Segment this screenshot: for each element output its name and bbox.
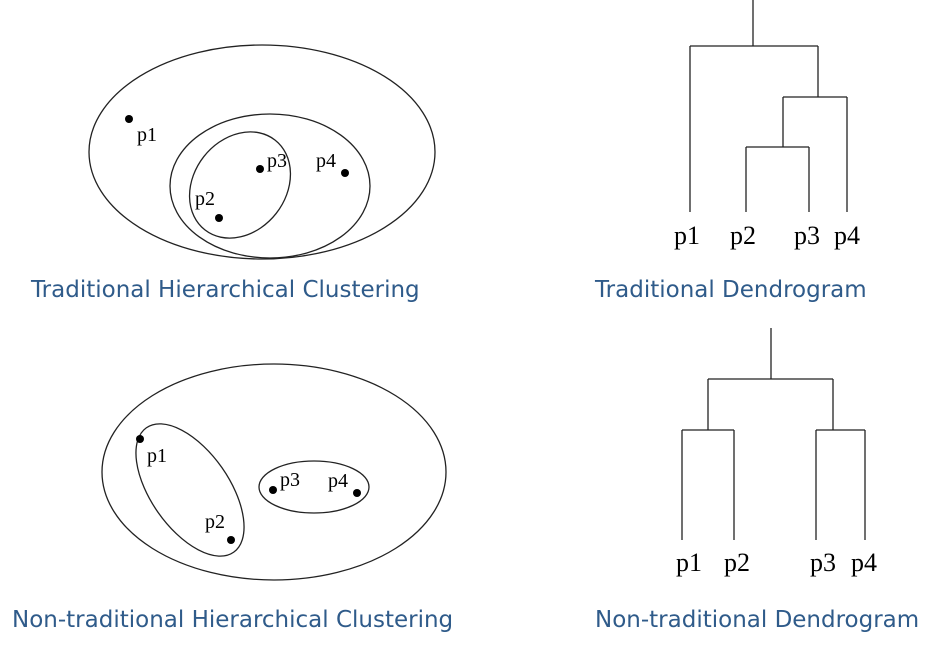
leaf-p1-label: p1 xyxy=(676,548,702,577)
point-p2-label: p2 xyxy=(195,188,215,210)
point-p1-label: p1 xyxy=(137,124,157,146)
point-p4-dot xyxy=(353,489,361,497)
point-p2-label: p2 xyxy=(205,511,225,533)
point-p3-dot xyxy=(256,165,264,173)
middle-cluster-ellipse xyxy=(169,113,371,259)
right-cluster-ellipse xyxy=(258,460,370,514)
nontraditional-clustering-caption: Non-traditional Hierarchical Clustering xyxy=(12,607,454,633)
traditional-clustering-caption: Traditional Hierarchical Clustering xyxy=(31,277,420,303)
traditional-dendrogram-panel: p1 p2 p3 p4 xyxy=(674,0,860,250)
point-p1-label: p1 xyxy=(147,445,167,467)
leaf-p2-label: p2 xyxy=(724,548,750,577)
leaf-p4-label: p4 xyxy=(851,548,877,577)
nontraditional-dendrogram-caption: Non-traditional Dendrogram xyxy=(595,607,920,633)
point-p4-label: p4 xyxy=(316,150,336,172)
traditional-dendrogram-caption: Traditional Dendrogram xyxy=(595,277,867,303)
outer-cluster-ellipse xyxy=(101,363,447,581)
point-p1-dot xyxy=(136,435,144,443)
point-p4-dot xyxy=(341,169,349,177)
point-p1-dot xyxy=(125,115,133,123)
inner-cluster-ellipse xyxy=(188,131,292,239)
leaf-p4-label: p4 xyxy=(834,221,860,250)
point-p3-dot xyxy=(269,486,277,494)
point-p4-label: p4 xyxy=(328,470,348,492)
point-p2-dot xyxy=(215,214,223,222)
leaf-p2-label: p2 xyxy=(730,221,756,250)
nontraditional-dendrogram-panel: p1 p2 p3 p4 xyxy=(676,328,877,577)
point-p3-label: p3 xyxy=(280,469,300,491)
point-p2-dot xyxy=(227,536,235,544)
leaf-p3-label: p3 xyxy=(810,548,836,577)
leaf-p1-label: p1 xyxy=(674,221,700,250)
traditional-clustering-panel: p1 p2 p3 p4 xyxy=(88,44,436,260)
nontraditional-clustering-panel: p1 p2 p3 p4 xyxy=(101,363,447,581)
point-p3-label: p3 xyxy=(267,150,287,172)
leaf-p3-label: p3 xyxy=(794,221,820,250)
outer-cluster-ellipse xyxy=(88,44,436,260)
left-cluster-ellipse xyxy=(135,423,245,557)
